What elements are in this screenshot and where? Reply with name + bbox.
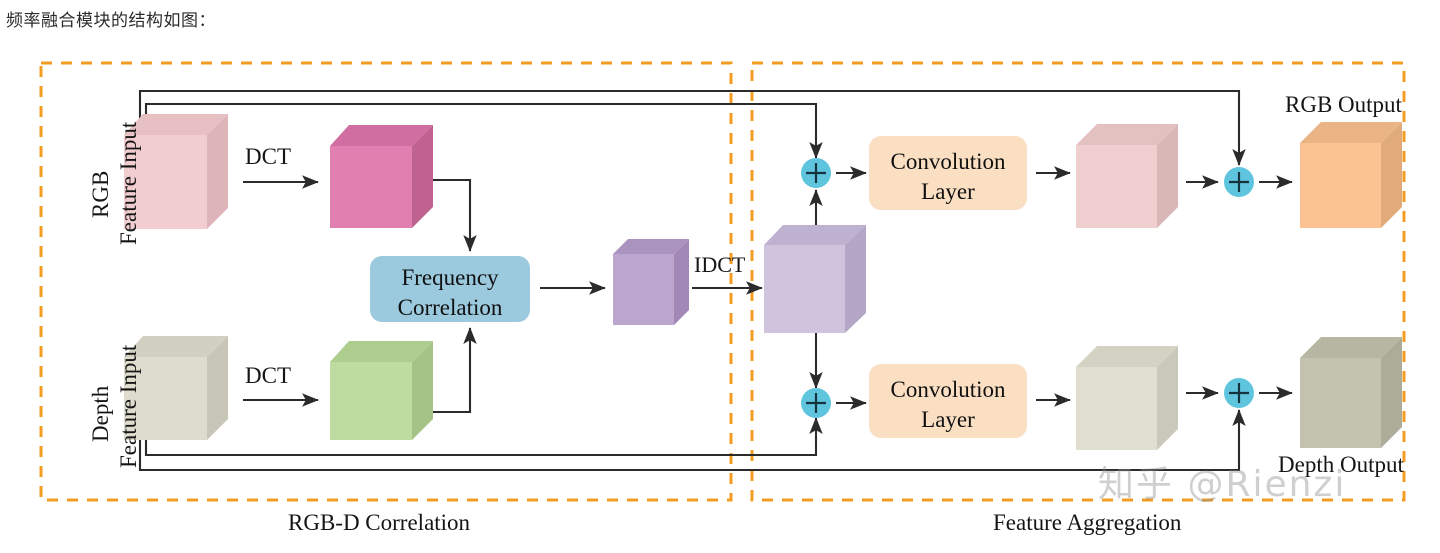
depth-feature-input-label: Feature Input bbox=[116, 344, 141, 468]
rgb-stream-label: RGB bbox=[88, 170, 113, 218]
link-depth-to-frequency bbox=[433, 327, 477, 414]
rgb-feature-input-label: Feature Input bbox=[116, 121, 141, 245]
watermark: 知乎 @Rienzi bbox=[1098, 464, 1347, 505]
rgb-output-cube bbox=[1300, 122, 1402, 228]
convolution-layer-bottom-box[interactable] bbox=[869, 364, 1027, 438]
page-title: 频率融合模块的结构如图： bbox=[6, 11, 216, 31]
link-rgb-to-frequency bbox=[433, 178, 477, 252]
depth-conv-cube bbox=[1076, 346, 1178, 450]
skip-depth-inner bbox=[144, 417, 823, 457]
region-feature-aggregation-border bbox=[750, 61, 1406, 502]
correlation-cube bbox=[613, 239, 689, 325]
idct-label: IDCT bbox=[694, 252, 746, 277]
convolution-layer-top-box[interactable] bbox=[869, 136, 1027, 210]
skip-rgb-outer bbox=[138, 89, 1246, 166]
depth-dct-cube bbox=[330, 341, 433, 440]
depth-output-cube bbox=[1300, 337, 1402, 448]
frequency-correlation-box[interactable] bbox=[370, 256, 530, 322]
rgb-dct-cube bbox=[330, 125, 433, 228]
dct-top-label: DCT bbox=[245, 144, 291, 169]
depth-output-label: Depth Output bbox=[1278, 452, 1404, 477]
region-caption-rgbd-correlation: RGB-D Correlation bbox=[288, 510, 471, 535]
idct-cube bbox=[764, 225, 866, 333]
rgb-output-label: RGB Output bbox=[1285, 92, 1402, 117]
region-rgbd-correlation-border bbox=[39, 61, 733, 502]
rgb-conv-cube bbox=[1076, 124, 1178, 228]
skip-depth-outer bbox=[138, 409, 1246, 472]
dct-bottom-label: DCT bbox=[245, 363, 291, 388]
rgb-feature-input-cube bbox=[124, 114, 228, 229]
region-caption-feature-aggregation: Feature Aggregation bbox=[993, 510, 1182, 535]
depth-stream-label: Depth bbox=[88, 385, 113, 442]
depth-feature-input-cube bbox=[124, 336, 228, 440]
